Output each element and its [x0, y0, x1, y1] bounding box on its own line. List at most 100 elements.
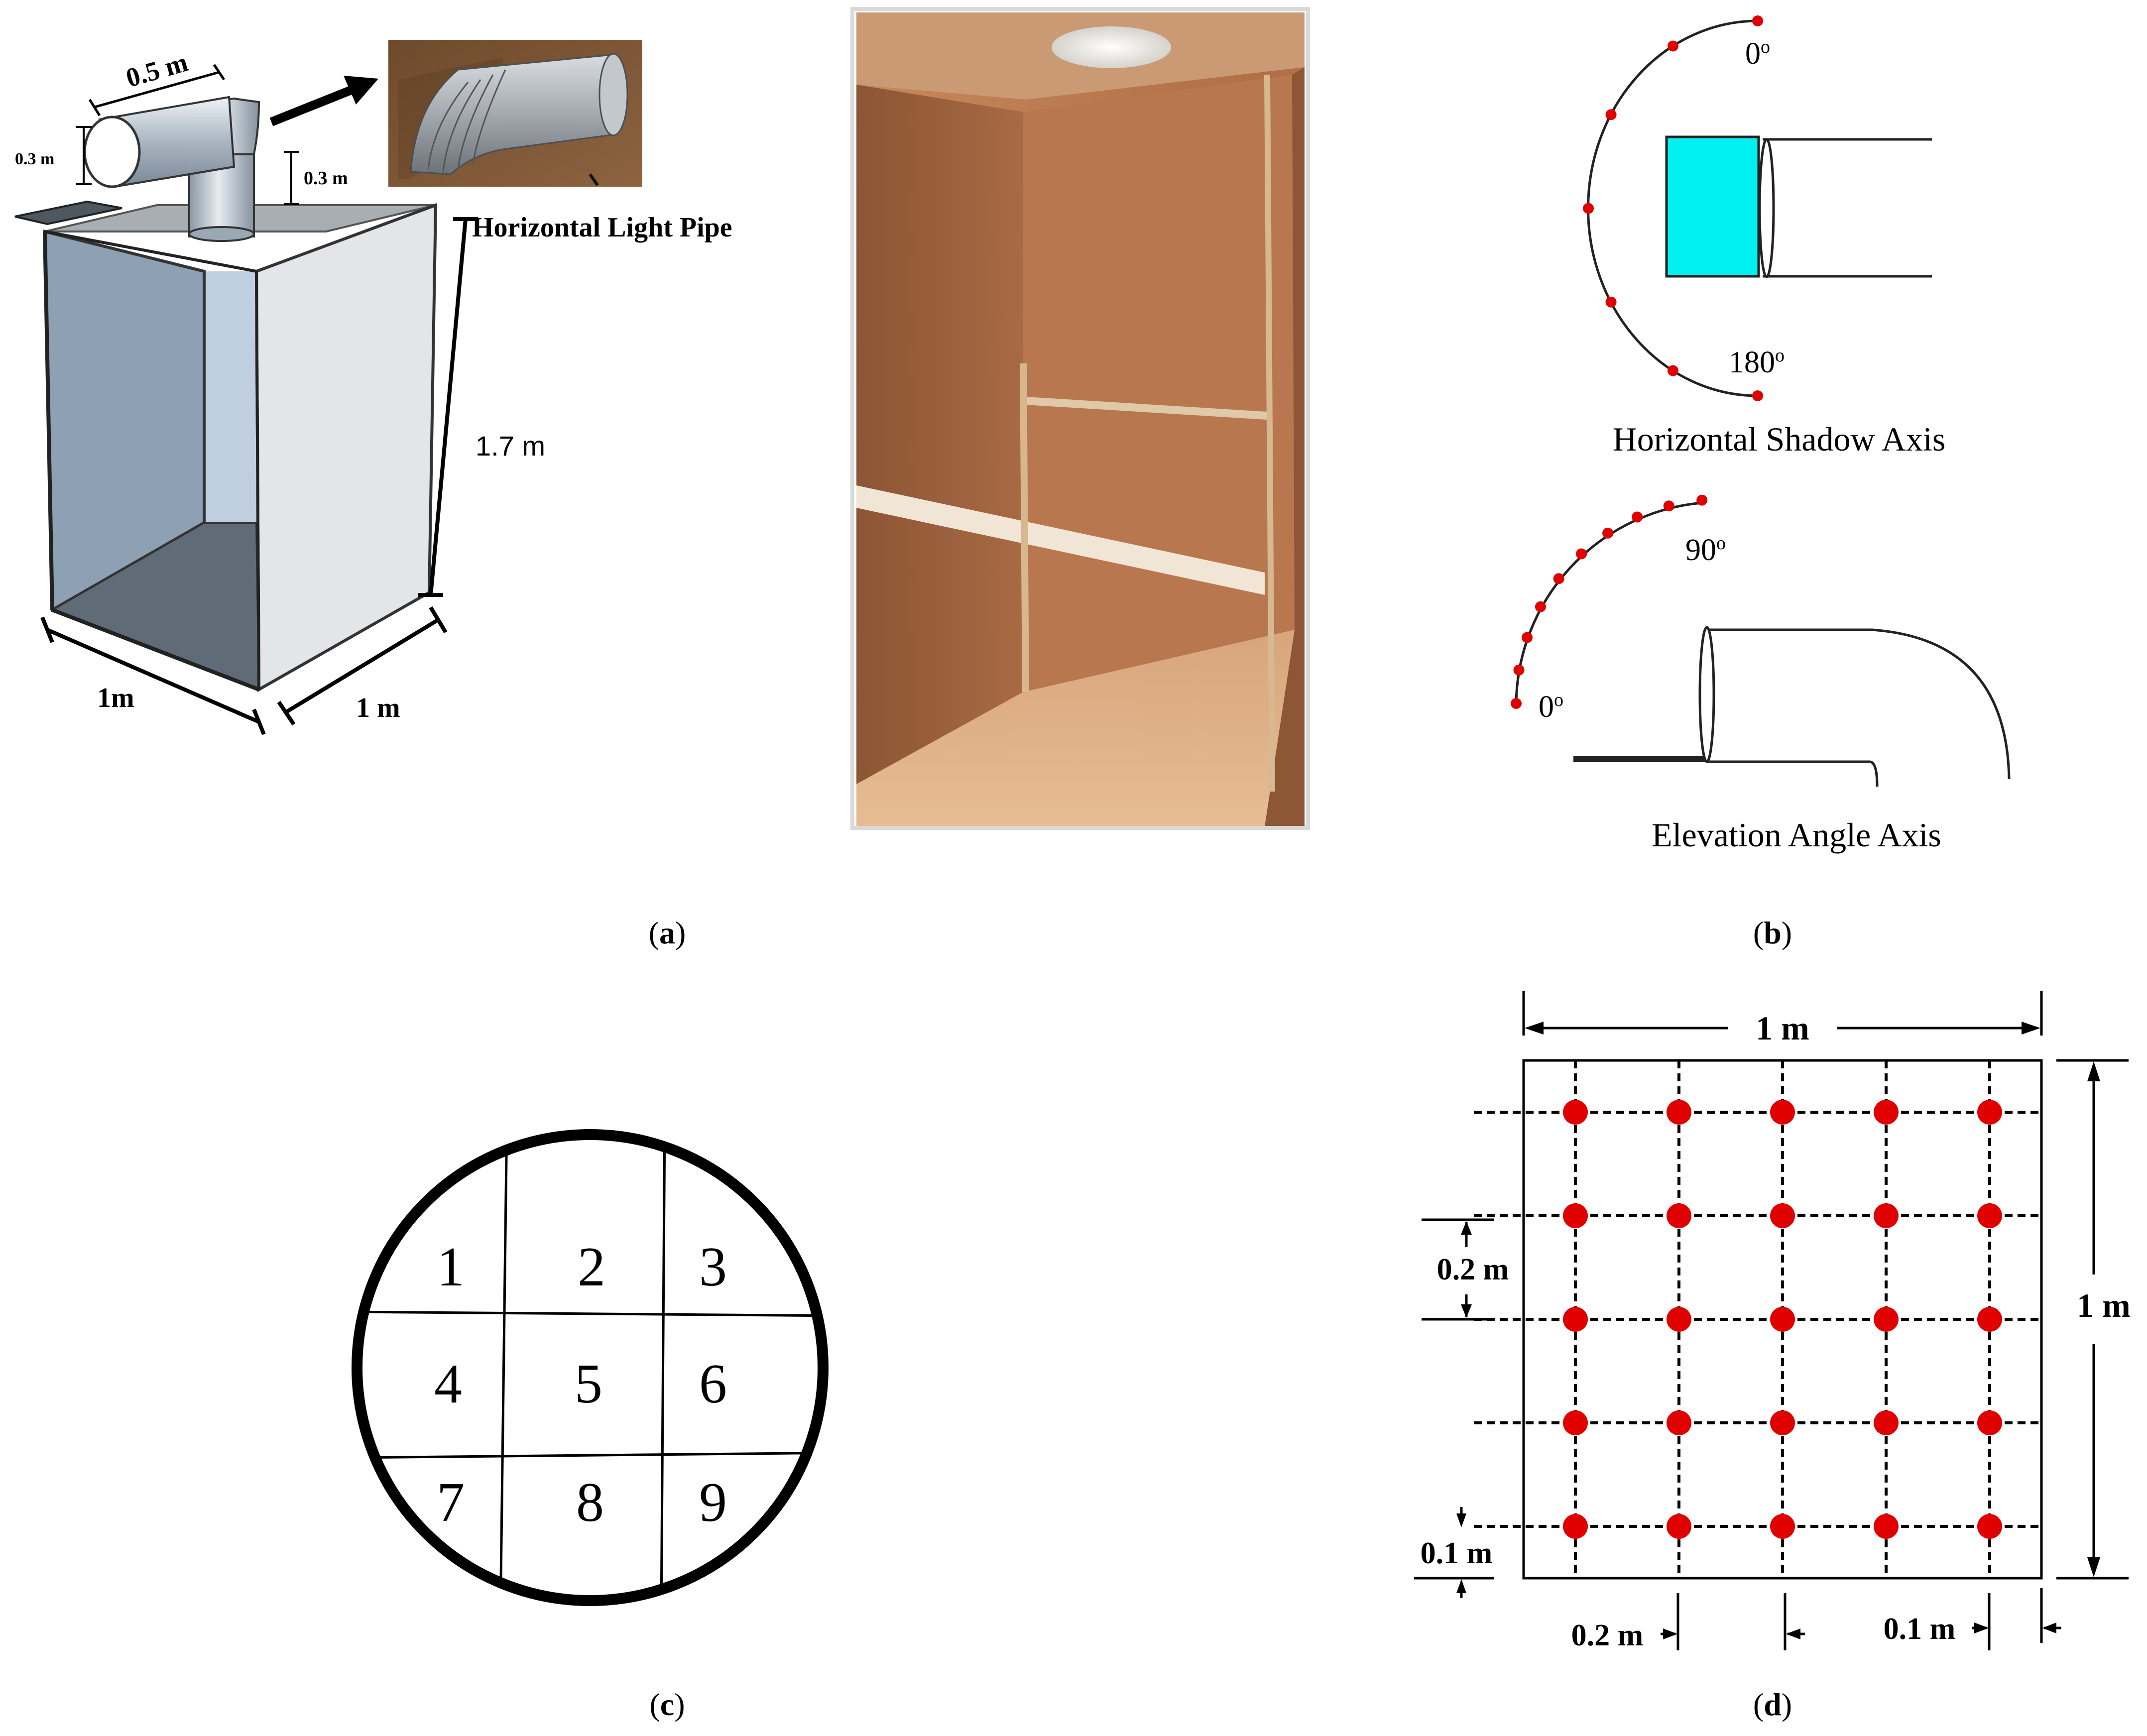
sensor-point	[1563, 1203, 1588, 1228]
elevation-angle-diagram: 90o 0o Elevation Angle Axis	[1511, 494, 2011, 854]
panel-b-caption: (b)	[1753, 915, 1792, 950]
box-depth-label: 1 m	[356, 693, 400, 723]
arc-marker	[1553, 573, 1564, 584]
arc-marker	[1513, 664, 1525, 676]
sensor-point	[1667, 1307, 1691, 1332]
sensor-point	[1977, 1100, 2002, 1125]
horizontal-pipe-opening	[83, 116, 141, 188]
horizontal-axis-title: Horizontal Shadow Axis	[1613, 420, 1946, 458]
cell-8: 8	[576, 1472, 604, 1533]
box-depth-dimension: 1 m	[277, 606, 448, 726]
elevation-arc-markers	[1511, 494, 1708, 709]
arc-marker	[1576, 548, 1587, 560]
edge-offset-label: 0.1 m	[1421, 1536, 1493, 1570]
cell-5: 5	[575, 1353, 602, 1415]
box-height-dimension: 1.7 m	[418, 217, 545, 597]
width-label: 1 m	[1756, 1009, 1809, 1047]
inset-label: Horizontal Light Pipe	[472, 212, 732, 243]
panel-c: 1 2 3 4 5 6 7 8 9 (c)	[352, 1129, 829, 1722]
right-offset-dimension: 0.1 m	[1884, 1588, 2061, 1650]
skylight-opening	[1052, 26, 1171, 68]
horizontal-start-label: 0o	[1745, 36, 1770, 71]
arc-marker	[1668, 365, 1678, 376]
elbow-pipe-outline	[1705, 628, 2011, 780]
col-spacing-dimension: 0.2 m	[1571, 1593, 1805, 1652]
arc-marker	[1668, 40, 1678, 52]
elevation-start-label: 0o	[1539, 690, 1563, 724]
cell-numbers: 1 2 3 4 5 6 7 8 9	[434, 1236, 727, 1533]
pipe-height-label: 0.3 m	[304, 168, 348, 189]
pipe-height-dimension: 0.3 m	[284, 151, 348, 205]
panel-a-caption: (a)	[649, 915, 686, 950]
sensor-point	[1977, 1307, 2002, 1332]
sensor-point	[1977, 1514, 2002, 1539]
box-edge	[44, 230, 257, 273]
arc-marker	[1605, 109, 1617, 120]
sensor-grid-lines	[1474, 1060, 2041, 1578]
sensor-point	[1667, 1410, 1691, 1435]
sensor-point	[1563, 1307, 1588, 1332]
arc-marker	[1535, 601, 1546, 612]
sensor-point	[1874, 1203, 1899, 1228]
sensor-point	[1770, 1514, 1795, 1539]
cell-2: 2	[578, 1236, 605, 1298]
sensor-point	[1874, 1307, 1899, 1332]
photo-white-bar	[856, 485, 1265, 595]
col-spacing-label: 0.2 m	[1571, 1619, 1644, 1652]
box-height-label: 1.7 m	[476, 430, 545, 462]
cell-6: 6	[699, 1353, 727, 1415]
row-spacing-label: 0.2 m	[1437, 1253, 1509, 1286]
panel-b: 0o 180o Horizontal Shadow Axis 90o 0o El…	[1511, 15, 2011, 950]
box-edge	[51, 608, 260, 692]
cell-7: 7	[437, 1472, 465, 1533]
row-spacing-dimension: 0.2 m	[1422, 1218, 1509, 1321]
arc-marker	[1752, 15, 1763, 26]
sensor-point	[1770, 1100, 1795, 1125]
height-label: 1 m	[2077, 1286, 2131, 1324]
pipe-end-ellipse	[1758, 138, 1775, 278]
arc-marker	[1752, 390, 1763, 401]
vertical-pipe-base	[188, 226, 255, 242]
width-dimension: 1 m	[1522, 991, 2043, 1047]
box-width-label: 1m	[97, 683, 134, 713]
panel-d: 1 m 1 m 0.2 m 0.1	[1414, 991, 2131, 1722]
sample-circle	[352, 1129, 829, 1606]
panel-c-caption: (c)	[649, 1687, 685, 1722]
edge-offset-dimension: 0.1 m	[1414, 1507, 1494, 1598]
sensor-point	[1874, 1410, 1899, 1435]
box-width-dimension: 1m	[40, 616, 266, 735]
arc-marker	[1632, 511, 1643, 523]
sensor-point	[1770, 1307, 1795, 1332]
box-model-illustration	[14, 96, 438, 693]
arc-marker	[1583, 203, 1594, 214]
box-edge	[255, 271, 260, 690]
pipe-entry-flap	[14, 200, 122, 226]
sensor-point	[1563, 1410, 1588, 1435]
pipe-length-label: 0.5 m	[122, 47, 191, 93]
sensor-point	[1667, 1100, 1691, 1125]
sensor-point	[1770, 1203, 1795, 1228]
horizontal-end-label: 180o	[1729, 345, 1785, 379]
pipe-diameter-label: 0.3 m	[15, 150, 54, 168]
elevation-end-label: 90o	[1685, 533, 1726, 567]
elbow-pipe-end	[1698, 626, 1715, 763]
box-edge	[43, 231, 54, 610]
horizontal-arc-markers	[1583, 15, 1763, 401]
horizontal-shadow-diagram: 0o 180o Horizontal Shadow Axis	[1583, 15, 1945, 458]
sensor-point	[1977, 1410, 2002, 1435]
inset-pointer-arrow	[269, 76, 378, 126]
right-offset-label: 0.1 m	[1884, 1612, 1956, 1646]
pipe-diameter-dimension: 0.3 m	[15, 126, 92, 185]
sensor-point	[1770, 1410, 1795, 1435]
arc-marker	[1663, 500, 1674, 512]
sensor-point	[1977, 1203, 2002, 1228]
sensor-point	[1874, 1100, 1899, 1125]
sensor-point	[1667, 1514, 1691, 1539]
arc-marker	[1602, 527, 1614, 539]
height-dimension: 1 m	[2056, 1059, 2131, 1580]
cell-3: 3	[699, 1236, 727, 1298]
sensor-point	[1563, 1100, 1588, 1125]
panel-a: 0.5 m 0.3 m 0.3 m 1.7 m 1m	[14, 7, 1310, 950]
arc-marker	[1511, 698, 1522, 709]
